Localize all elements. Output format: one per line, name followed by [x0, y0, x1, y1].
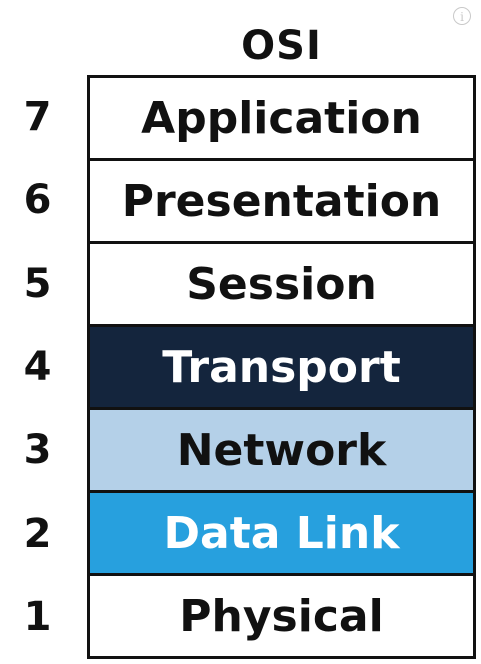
layer-session: Session [90, 244, 473, 327]
layer-presentation: Presentation [90, 161, 473, 244]
layer-number: 4 [23, 343, 52, 390]
layer-number-column: 7 6 5 4 3 2 1 [0, 75, 87, 659]
layer-transport: Transport [90, 327, 473, 410]
osi-layer-stack: Application Presentation Session Transpo… [87, 75, 476, 659]
layer-number: 7 [23, 93, 52, 140]
info-icon[interactable]: i [453, 7, 471, 25]
layer-network: Network [90, 410, 473, 493]
layer-data-link: Data Link [90, 493, 473, 576]
layer-number: 1 [23, 594, 52, 641]
layer-number: 6 [23, 177, 52, 224]
diagram-title: OSI [241, 23, 322, 69]
layer-number: 5 [23, 260, 52, 307]
layer-number: 3 [23, 427, 52, 474]
layer-application: Application [90, 78, 473, 161]
layer-physical: Physical [90, 576, 473, 656]
layer-number: 2 [23, 510, 52, 557]
